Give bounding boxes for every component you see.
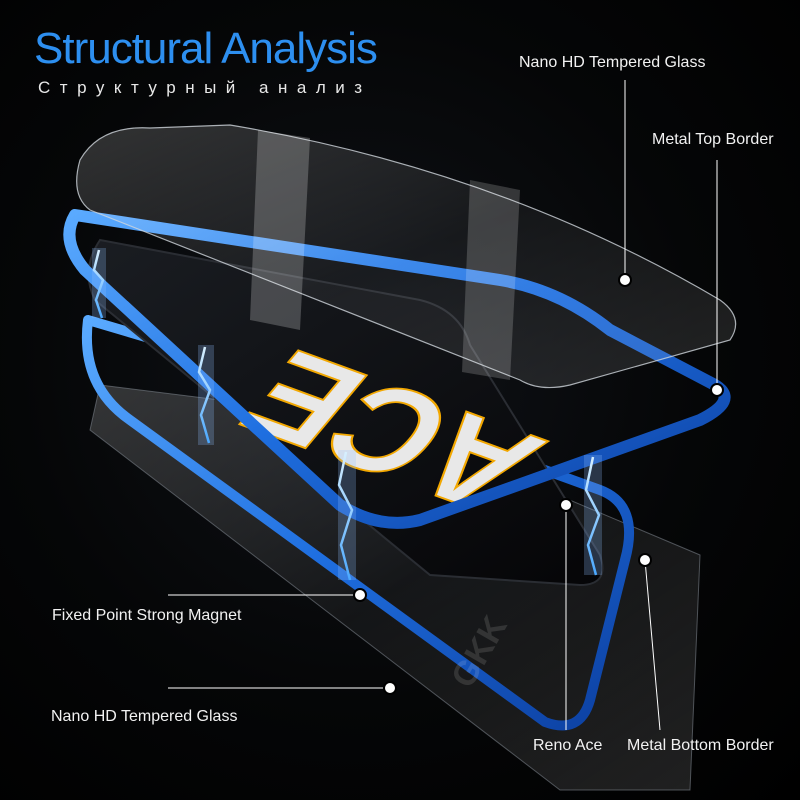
label-metal-top-border: Metal Top Border [652, 131, 774, 148]
label-fixed-point-strong-magnet: Fixed Point Strong Magnet [52, 607, 242, 624]
page-title: Structural Analysis [34, 24, 378, 73]
page-subtitle: Структурный анализ [38, 78, 372, 97]
label-nano-hd-tempered-glass-bottom: Nano HD Tempered Glass [51, 708, 238, 725]
glass-highlight [250, 130, 310, 330]
top-tempered-glass [76, 124, 737, 389]
magnet-lightning [92, 248, 106, 319]
glass-highlight [462, 180, 520, 380]
callout-lines [168, 80, 718, 731]
label-metal-bottom-border: Metal Bottom Border [627, 737, 774, 754]
metal-bottom-border [82, 315, 635, 731]
label-nano-hd-tempered-glass-top: Nano HD Tempered Glass [519, 54, 706, 71]
magnet-lightning [197, 345, 214, 445]
callout-dots [353, 273, 724, 695]
magnet-lightning [337, 450, 356, 581]
label-reno-ace: Reno Ace [533, 737, 603, 754]
magnet-lightning [584, 455, 602, 576]
